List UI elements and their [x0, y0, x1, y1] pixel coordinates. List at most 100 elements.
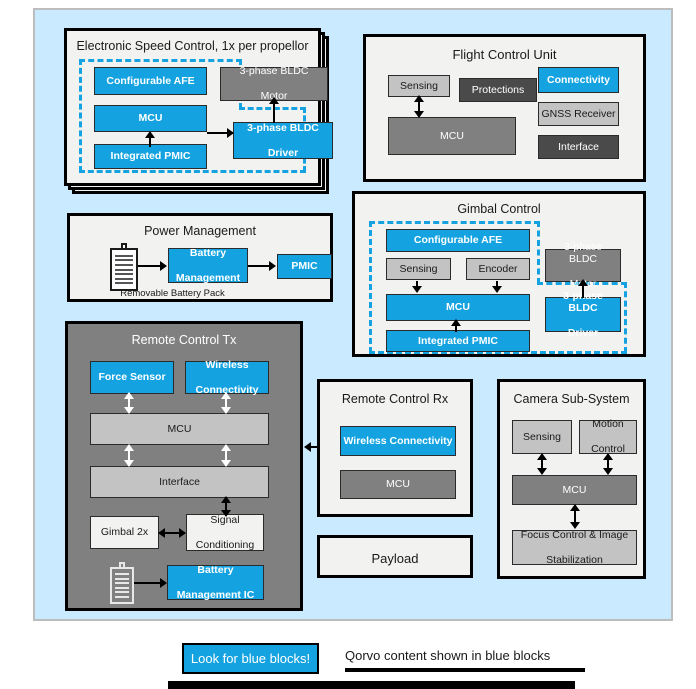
rc-tx-arrowhead-force-dn	[124, 407, 134, 414]
rc-tx-arrowhead-gimbal-rt	[179, 528, 186, 538]
fcu-mcu-block[interactable]: MCU	[388, 117, 516, 155]
gimbal-qorvo-dashed-bottom	[369, 351, 627, 354]
rc-tx-battery-body	[110, 567, 134, 604]
rc-tx-arrow-gimbal-signal	[161, 532, 185, 534]
rc-tx-arrowhead-battery-bms	[160, 578, 167, 588]
power-arrow-bms-to-pmic	[248, 265, 271, 267]
rc-tx-arrowhead-wireless-up	[221, 392, 231, 399]
camera-subsystem-panel: Camera Sub-System Sensing Motion Control…	[497, 379, 646, 579]
gimbal-arrow-sensing-to-mcu	[416, 281, 418, 288]
esc-qorvo-dashed-left	[79, 59, 82, 172]
payload-title: Payload	[371, 551, 419, 566]
rc-tx-arrow-interface-signal	[225, 500, 227, 512]
gimbal-integrated-pmic-block[interactable]: Integrated PMIC	[386, 330, 530, 352]
bottom-accent-bar	[168, 681, 575, 689]
legend-button-label: Look for blue blocks!	[190, 651, 311, 666]
gimbal-arrowhead-driver-to-motor	[578, 279, 588, 286]
fcu-title: Flight Control Unit	[452, 47, 557, 62]
gimbal-arrowhead-sensing-to-mcu	[412, 286, 422, 293]
rc-rx-wireless-connectivity-block[interactable]: Wireless Connectivity	[340, 426, 456, 456]
camera-sensing-block[interactable]: Sensing	[512, 420, 572, 454]
esc-qorvo-dashed-mid-horz	[239, 107, 306, 110]
rc-tx-interface-block[interactable]: Interface	[90, 466, 269, 498]
gimbal-qorvo-dashed-left	[369, 221, 372, 353]
power-title: Power Management	[144, 224, 256, 238]
rc-tx-arrowhead-mcuif-l-dn	[124, 460, 134, 467]
camera-motion-control-block[interactable]: Motion Control	[579, 418, 637, 455]
camera-arrowhead-focus-dn	[570, 522, 580, 529]
arrowhead-tx-rx-left	[304, 442, 311, 452]
esc-arrowhead-driver-to-motor	[269, 97, 279, 104]
esc-arrowhead-pmic-to-mcu	[145, 131, 155, 138]
esc-integrated-pmic-block[interactable]: Integrated PMIC	[94, 144, 207, 169]
rc-tx-battery-management-ic-block[interactable]: Battery Management IC	[167, 564, 264, 601]
gimbal-bldc-motor-block[interactable]: 3-phase BLDC Motor	[545, 241, 621, 290]
fcu-connectivity-block[interactable]: Connectivity	[538, 67, 619, 93]
gimbal-arrow-pmic-to-mcu	[455, 323, 457, 332]
rc-tx-arrow-mcu-interface-left	[128, 448, 130, 464]
esc-arrowhead-mcu-to-driver	[227, 128, 234, 138]
rc-tx-arrow-force-mcu	[128, 396, 130, 411]
esc-arrow-pmic-to-mcu	[149, 135, 151, 147]
gimbal-arrow-encoder-to-mcu	[496, 281, 498, 288]
rc-tx-arrowhead-mcuif-l-up	[124, 444, 134, 451]
fcu-sensing-block[interactable]: Sensing	[388, 75, 450, 97]
rc-tx-arrowhead-mcuif-r-dn	[221, 460, 231, 467]
camera-mcu-block[interactable]: MCU	[512, 475, 637, 505]
power-management-panel: Power Management Battery Management PMIC…	[67, 213, 333, 302]
camera-arrow-motion-mcu	[607, 457, 609, 472]
rc-tx-gimbal-block[interactable]: Gimbal 2x	[90, 516, 159, 549]
rc-tx-title: Remote Control Tx	[131, 333, 237, 347]
gimbal-sensing-block[interactable]: Sensing	[386, 258, 451, 280]
rc-rx-mcu-block[interactable]: MCU	[340, 470, 456, 499]
rc-tx-signal-conditioning-block[interactable]: Signal Conditioning	[186, 514, 264, 551]
diagram-canvas: Electronic Speed Control, 1x per propell…	[33, 8, 673, 621]
rc-tx-mcu-block[interactable]: MCU	[90, 413, 269, 445]
gimbal-arrow-driver-to-motor	[582, 284, 584, 298]
gimbal-configurable-afe-block[interactable]: Configurable AFE	[386, 229, 530, 252]
rc-tx-arrowhead-ifsig-dn	[221, 510, 231, 517]
battery-icon	[110, 243, 138, 291]
rc-tx-arrow-battery-bms	[134, 582, 162, 584]
electronic-speed-control-panel: Electronic Speed Control, 1x per propell…	[64, 28, 333, 186]
gimbal-bldc-driver-block[interactable]: 3-phase BLDC Driver	[545, 290, 621, 339]
esc-qorvo-dashed-bottom	[79, 170, 306, 173]
esc-title: Electronic Speed Control, 1x per propell…	[76, 39, 309, 53]
camera-arrow-mcu-focus	[574, 508, 576, 525]
esc-configurable-afe-block[interactable]: Configurable AFE	[94, 67, 207, 95]
power-pmic-block[interactable]: PMIC	[277, 254, 332, 279]
gimbal-qorvo-dashed-right	[624, 282, 627, 353]
esc-bldc-driver-block[interactable]: 3-phase BLDC Driver	[233, 122, 333, 159]
battery-body	[110, 248, 138, 291]
fcu-arrowhead-up-sensing	[414, 95, 424, 102]
power-arrow-battery-to-bms	[138, 265, 162, 267]
power-arrowhead-battery-to-bms	[160, 261, 167, 271]
rc-tx-battery-icon	[110, 562, 134, 604]
flight-control-unit-panel: Flight Control Unit Sensing Protections …	[363, 34, 646, 182]
gimbal-mcu-block[interactable]: MCU	[386, 294, 530, 321]
camera-focus-control-block[interactable]: Focus Control & Image Stabilization	[512, 529, 637, 566]
remote-control-rx-panel: Remote Control Rx Wireless Connectivity …	[317, 379, 473, 517]
legend-button[interactable]: Look for blue blocks!	[182, 643, 319, 674]
fcu-arrowhead-down-mcu	[414, 111, 424, 118]
esc-bldc-motor-block[interactable]: 3-phase BLDC Motor	[220, 65, 328, 102]
rc-tx-battery-cap	[119, 562, 125, 568]
fcu-protections-block[interactable]: Protections	[459, 78, 537, 102]
rc-tx-wireless-connectivity-block[interactable]: Wireless Connectivity	[185, 359, 269, 396]
fcu-interface-block[interactable]: Interface	[538, 135, 619, 159]
rc-tx-force-sensor-block[interactable]: Force Sensor	[90, 361, 174, 394]
power-battery-management-block[interactable]: Battery Management	[168, 247, 248, 284]
gimbal-control-panel: Gimbal Control Configurable AFE Sensing …	[352, 191, 646, 357]
camera-arrowhead-sensing-dn	[537, 468, 547, 475]
gimbal-title: Gimbal Control	[457, 202, 541, 216]
fcu-gnss-receiver-block[interactable]: GNSS Receiver	[538, 102, 619, 126]
esc-mcu-block[interactable]: MCU	[94, 105, 207, 132]
camera-arrow-sensing-mcu	[541, 457, 543, 472]
rc-tx-arrowhead-ifsig-up	[221, 496, 231, 503]
rc-tx-arrow-mcu-interface-right	[225, 448, 227, 464]
camera-arrowhead-focus-up	[570, 504, 580, 511]
fcu-arrow-sensing-mcu	[418, 99, 420, 116]
rc-tx-arrowhead-mcuif-r-up	[221, 444, 231, 451]
rc-tx-arrowhead-gimbal-lf	[158, 528, 165, 538]
gimbal-encoder-block[interactable]: Encoder	[466, 258, 530, 280]
